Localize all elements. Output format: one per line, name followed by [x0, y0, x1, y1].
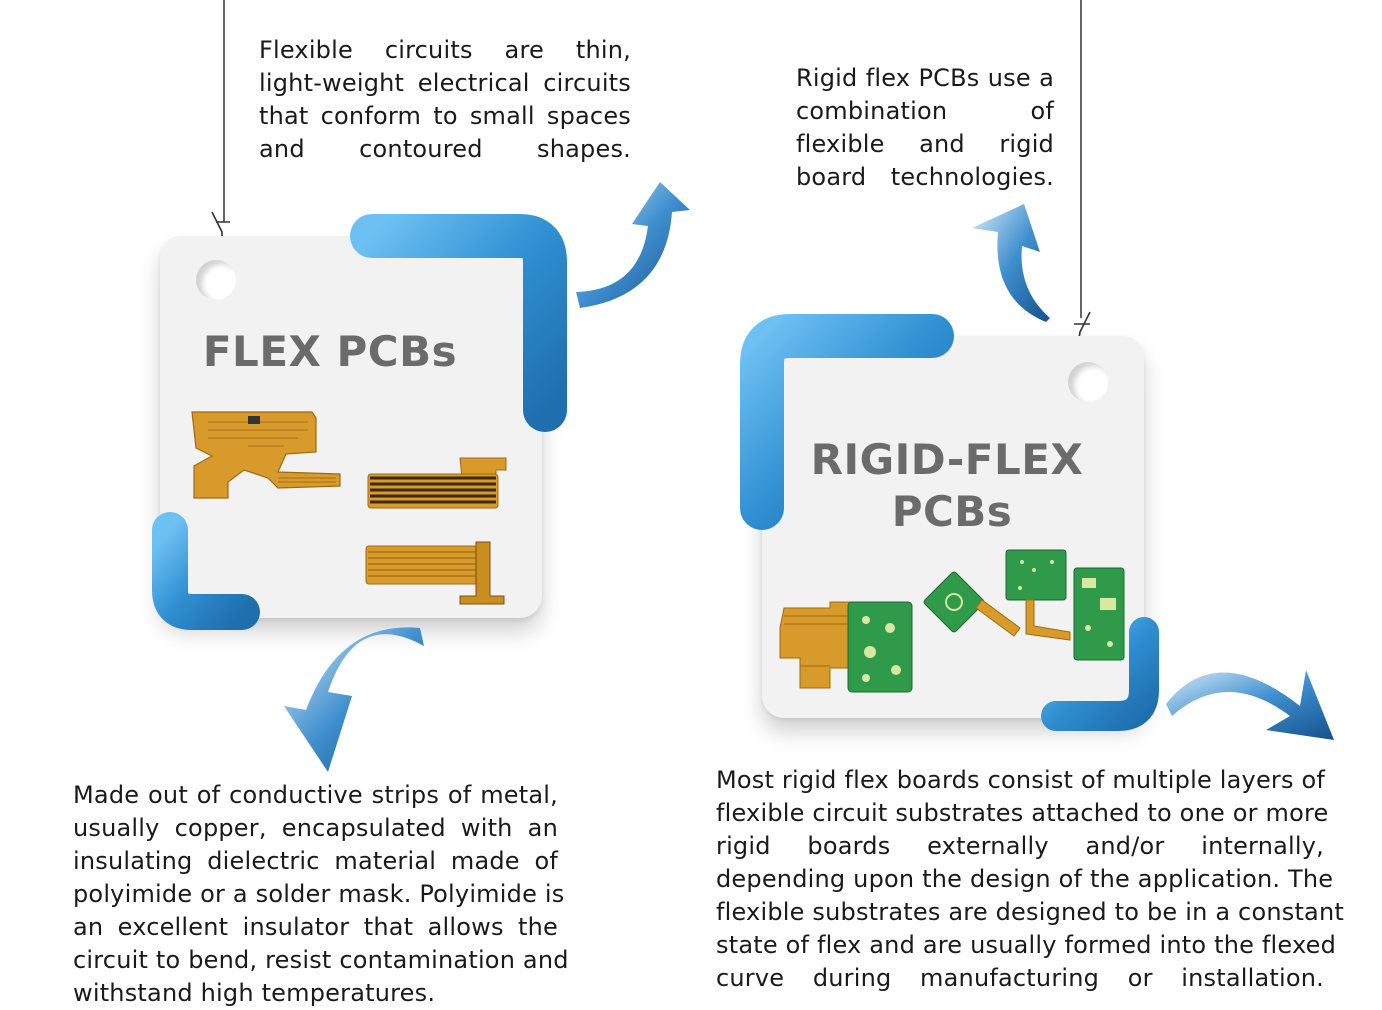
flex-detail-line: Made out of conductive strips of metal,: [73, 781, 558, 809]
rigid-flex-board-images: [779, 549, 1125, 693]
flex-detail-line: circuit to bend, resist contamination an…: [73, 946, 569, 974]
flex-intro-line: that conform to small spaces: [259, 102, 631, 130]
flex-detail-line: insulating dielectric material made of: [73, 847, 558, 875]
flex-ribbon-dark-image: [367, 457, 507, 509]
flex-pcbs-card: FLEX PCBs: [160, 236, 542, 618]
rigid-flex-intro-line: board technologies.: [796, 163, 1054, 191]
flex-intro-line: light-weight electrical circuits: [259, 69, 631, 97]
rigid-flex-detail-line: flexible circuit substrates attached to …: [716, 799, 1329, 827]
flex-detail-line: withstand high temperatures.: [73, 979, 436, 1007]
hanging-hole: [196, 260, 236, 300]
rigid-flex-detail-line: Most rigid flex boards consist of multip…: [716, 766, 1326, 794]
flex-detail-line: an excellent insulator that allows the: [73, 913, 558, 941]
flex-detail-text: Made out of conductive strips of metal, …: [73, 779, 569, 1010]
rigid-flex-detail-line: rigid boards externally and/or internall…: [716, 832, 1324, 860]
rigid-flex-intro-line: flexible and rigid: [796, 130, 1054, 158]
rigid-flex-pcbs-title-line2: PCBs: [891, 487, 1013, 536]
flex-ribbon-light-image: [365, 541, 505, 605]
rigid-flex-detail-line: depending upon the design of the applica…: [716, 865, 1334, 893]
rigid-flex-intro-line: combination of: [796, 97, 1054, 125]
flex-intro-text: Flexible circuits are thin, light-weight…: [259, 34, 631, 166]
flex-detail-line: polyimide or a solder mask. Polyimide is: [73, 880, 565, 908]
rigid-flex-detail-line: flexible substrates are designed to be i…: [716, 898, 1344, 926]
arrow-up-icon: [972, 204, 1050, 322]
flex-intro-line: and contoured shapes.: [259, 135, 631, 163]
rigid-flex-detail-text: Most rigid flex boards consist of multip…: [716, 764, 1344, 995]
flex-intro-line: Flexible circuits are thin,: [259, 36, 631, 64]
hanging-hole: [1068, 362, 1108, 402]
rigid-flex-intro-line: Rigid flex PCBs use a: [796, 64, 1054, 92]
rigid-flex-pcbs-title-line1: RIGID-FLEX: [810, 435, 1084, 484]
flex-pcbs-title: FLEX PCBs: [202, 327, 458, 376]
arrow-up-right-icon: [576, 182, 690, 308]
rigid-flex-pcbs-card: RIGID-FLEX PCBs: [762, 336, 1144, 718]
rigid-flex-detail-line: curve during manufacturing or installati…: [716, 964, 1324, 992]
flex-circuit-image: [191, 411, 341, 499]
rigid-flex-detail-line: state of flex and are usually formed int…: [716, 931, 1337, 959]
arrow-down-left-icon: [284, 627, 424, 772]
rigid-flex-intro-text: Rigid flex PCBs use a combination of fle…: [796, 62, 1054, 194]
flex-detail-line: usually copper, encapsulated with an: [73, 814, 558, 842]
arrow-down-right-icon: [1166, 670, 1334, 740]
